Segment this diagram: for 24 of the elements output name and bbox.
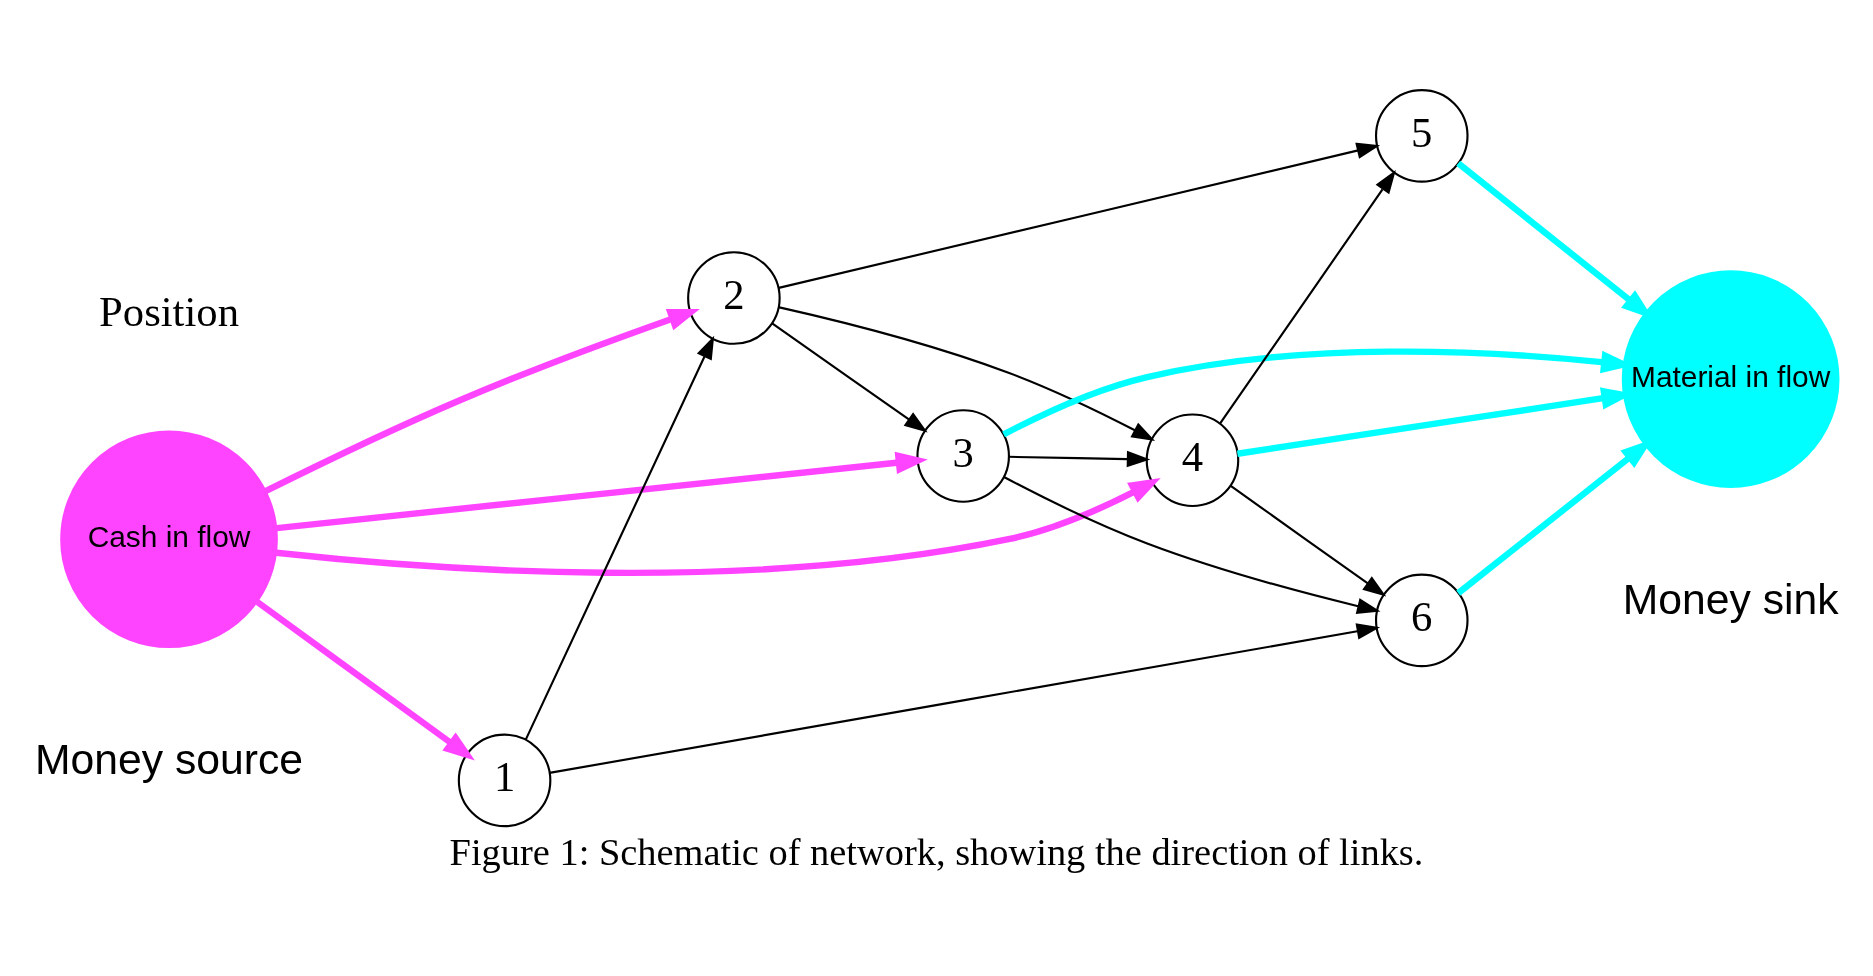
arrow [771,322,928,433]
node-circle: 1 [457,733,552,828]
node-circle: 5 [1374,89,1469,183]
arrow [778,142,1381,289]
node-circle: 2 [687,251,781,345]
arrow [778,306,1156,441]
label: Position [99,287,239,335]
arrow [524,335,715,741]
arrow [549,623,1381,774]
arrow [264,309,700,494]
node-circle: 6 [1374,573,1469,668]
node-circle: Cash in flow [60,430,278,649]
node-label: Money sink [1622,574,1839,623]
node-circle: 4 [1145,413,1240,508]
arrow [1003,475,1381,615]
arrow [1008,450,1151,468]
arrow [1219,170,1396,425]
caption: Figure 1: Schematic of network, showing the direction of links. [449,830,1424,873]
arrow [276,477,1161,576]
node-label: Money source [35,735,304,784]
node-circle: 3 [916,409,1010,503]
arrow [276,451,928,532]
arrow [255,599,475,761]
arrow [1230,485,1387,597]
